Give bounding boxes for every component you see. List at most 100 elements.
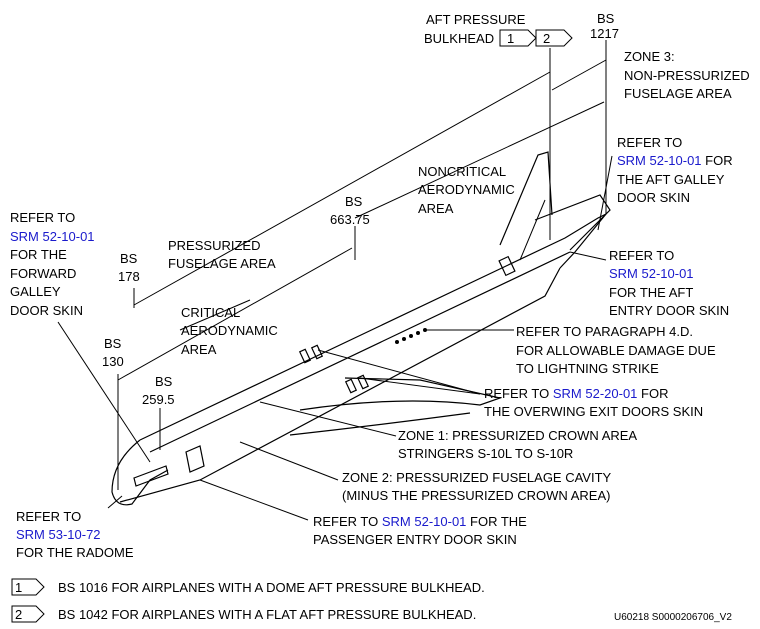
zone3-dimension-line	[551, 59, 607, 91]
aft-galley-door	[498, 255, 516, 277]
bs-663-value: 663.75	[330, 212, 370, 227]
note2-text: BS 1042 FOR AIRPLANES WITH A FLAT AFT PR…	[58, 607, 477, 622]
noncritical-dimension-line	[354, 101, 605, 219]
overwing-line2: THE OVERWING EXIT DOORS SKIN	[484, 404, 704, 419]
paxdoor-srm-link[interactable]: SRM 52-10-01	[381, 514, 467, 529]
overwing-pre: REFER TO	[484, 386, 553, 401]
zone1-line1: ZONE 1: PRESSURIZED CROWN AREA	[398, 428, 638, 443]
fuselage-belly-line	[119, 267, 561, 503]
leader-pressurized-crit	[179, 299, 251, 331]
note2-flag-shape	[11, 605, 45, 623]
bs-259-prefix: BS	[155, 374, 173, 389]
overwing-exit-4	[356, 374, 370, 390]
aft-galley-refer: REFER TO	[617, 135, 683, 150]
figure-id: U60218 S0000206706_V2	[614, 612, 732, 623]
leader-aft-entry	[569, 251, 607, 261]
tail-cone	[559, 213, 607, 269]
radome-line1: REFER TO	[16, 509, 82, 524]
fwd-galley-refer: REFER TO	[10, 210, 76, 225]
bs-178-value: 178	[118, 269, 140, 284]
leader-zone1	[259, 401, 397, 437]
paxdoor-line2: PASSENGER ENTRY DOOR SKIN	[313, 532, 517, 547]
fwd-galley-line5: GALLEY	[10, 284, 61, 299]
fuselage-top-line	[139, 213, 607, 441]
aft-galley-line4: DOOR SKIN	[617, 190, 690, 205]
overwing-exit-2	[310, 344, 324, 360]
zone3-line1: ZONE 3:	[624, 49, 675, 64]
noncritical-line2: AERODYNAMIC	[418, 182, 515, 197]
note1-flag: 1	[15, 580, 23, 595]
fuselage-crown-line	[149, 251, 571, 453]
flag-2-label: 2	[543, 31, 551, 46]
noncritical-line3: AREA	[418, 201, 454, 216]
critical-line2: AERODYNAMIC	[181, 323, 278, 338]
critical-line1: CRITICAL	[181, 305, 241, 320]
leader-radome	[107, 495, 123, 509]
paxdoor-line1: REFER TO SRM 52-10-01 FOR THE	[313, 512, 527, 531]
aft-galley-line2: SRM 52-10-01 FOR	[617, 151, 733, 170]
paragraph-line1: REFER TO PARAGRAPH 4.D.	[516, 324, 693, 339]
nose-outline	[111, 439, 169, 506]
leader-aft-galley	[597, 155, 613, 231]
aft-galley-line3: THE AFT GALLEY	[617, 172, 725, 187]
paxdoor-pre: REFER TO	[313, 514, 382, 529]
flag-2-shape	[535, 29, 573, 47]
zone1-line2: STRINGERS S-10L TO S-10R	[398, 446, 574, 461]
fwd-galley-line6: DOOR SKIN	[10, 303, 83, 318]
paragraph-line2: FOR ALLOWABLE DAMAGE DUE	[516, 343, 716, 358]
forward-door	[185, 445, 205, 473]
flag-1-label: 1	[507, 31, 515, 46]
fwd-galley-srm-link[interactable]: SRM 52-10-01	[10, 229, 95, 244]
paxdoor-post: FOR THE	[466, 514, 527, 529]
zone2-line2: (MINUS THE PRESSURIZED CROWN AREA)	[342, 488, 611, 503]
bs-178-prefix: BS	[120, 251, 138, 266]
note2-flag: 2	[15, 607, 23, 622]
bs-130-prefix: BS	[104, 336, 122, 351]
fwd-galley-line3: FOR THE	[10, 247, 67, 262]
bulkhead-label: BULKHEAD	[424, 31, 495, 46]
pressurized-dimension-line	[133, 71, 551, 306]
aft-entry-line3: FOR THE AFT	[609, 285, 694, 300]
pressurized-line2: FUSELAGE AREA	[168, 256, 276, 271]
lightning-strike-dots	[395, 328, 427, 344]
fwd-galley-line4: FORWARD	[10, 266, 77, 281]
radome-line3: FOR THE RADOME	[16, 545, 134, 560]
leader-overwing-2	[359, 377, 481, 395]
overwing-line1: REFER TO SRM 52-20-01 FOR	[484, 384, 668, 403]
horizontal-stabilizer	[534, 194, 611, 251]
pressurized-line1: PRESSURIZED	[168, 238, 261, 253]
aft-entry-srm-link[interactable]: SRM 52-10-01	[609, 266, 694, 281]
note1-text: BS 1016 FOR AIRPLANES WITH A DOME AFT PR…	[58, 580, 485, 595]
wing-upper	[299, 377, 503, 411]
aft-entry-refer: REFER TO	[609, 248, 675, 263]
noncritical-line1: NONCRITICAL	[418, 164, 507, 179]
zone3-line2: NON-PRESSURIZED	[624, 68, 750, 83]
bs-1217-value: 1217	[590, 26, 619, 41]
aft-entry-line4: ENTRY DOOR SKIN	[609, 303, 730, 318]
bs-663-prefix: BS	[345, 194, 363, 209]
overwing-srm-link[interactable]: SRM 52-20-01	[552, 386, 638, 401]
leader-zone2	[239, 441, 339, 481]
leader-noncritical	[519, 199, 546, 261]
cockpit-window	[133, 465, 169, 487]
aft-galley-srm-link[interactable]: SRM 52-10-01	[617, 153, 702, 168]
paragraph-line3: TO LIGHTNING STRIKE	[516, 361, 659, 376]
wing-lower	[289, 412, 471, 436]
leader-fwd-galley	[57, 321, 151, 463]
zone3-line3: FUSELAGE AREA	[624, 86, 732, 101]
aft-galley-for: FOR	[701, 153, 733, 168]
note1-flag-shape	[11, 578, 45, 596]
radome-srm-link[interactable]: SRM 53-10-72	[16, 527, 101, 542]
bs-130-value: 130	[102, 354, 124, 369]
bs-259-value: 259.5	[142, 392, 175, 407]
critical-dimension-line	[117, 247, 353, 381]
leader-overwing-1	[317, 349, 481, 395]
flag-1-shape	[499, 29, 537, 47]
leader-paxdoor	[199, 479, 309, 521]
overwing-exit-3	[344, 378, 358, 394]
critical-line3: AREA	[181, 342, 217, 357]
aft-pressure-label: AFT PRESSURE	[426, 12, 526, 27]
overwing-post: FOR	[637, 386, 669, 401]
